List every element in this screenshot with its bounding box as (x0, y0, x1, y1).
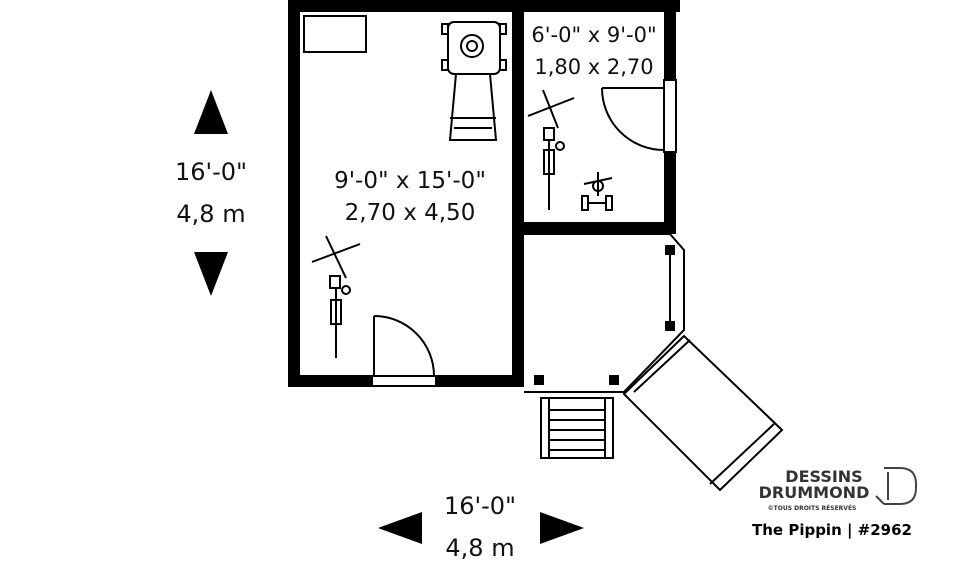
post (609, 375, 619, 385)
overall-width-metric: 4,8 m (445, 534, 514, 562)
deck (524, 233, 685, 393)
door-swing-arc (601, 87, 665, 151)
tricycle-icon (581, 172, 613, 211)
bicycle-icon (527, 89, 575, 210)
lawn-mower-icon (441, 21, 507, 141)
logo-line-2: DRUMMOND (759, 483, 870, 502)
shelf (303, 15, 367, 53)
logo-rights: ©TOUS DROITS RÉSERVÉS (768, 504, 857, 512)
door-threshold (371, 375, 437, 387)
arrow-up-icon (194, 90, 228, 134)
bicycle-icon (311, 235, 361, 358)
side-room-dimensions-metric: 1,80 x 2,70 (534, 55, 653, 79)
wall-bottom-right (436, 375, 524, 387)
overall-height-imperial: 16'-0" (175, 158, 247, 186)
slide (622, 334, 784, 492)
side-room-dimensions-imperial: 6'-0" x 9'-0" (531, 23, 656, 47)
arrow-left-icon (378, 512, 422, 544)
wall-left (288, 0, 300, 387)
logo-mark-icon (875, 467, 917, 505)
deck-outline (524, 233, 685, 393)
overall-height-metric: 4,8 m (176, 200, 245, 228)
post (665, 245, 675, 255)
overall-width-imperial: 16'-0" (444, 492, 516, 520)
post (665, 321, 675, 331)
main-room-door (371, 315, 437, 387)
post (534, 375, 544, 385)
stairs (540, 397, 614, 459)
wall-top (288, 0, 680, 12)
wall-bottom-left (288, 375, 372, 387)
wall-side-right-lower (664, 152, 676, 234)
logo-line-1: DESSINS (785, 467, 862, 486)
arrow-right-icon (540, 512, 584, 544)
brand-logo: DESSINS DRUMMOND ©TOUS DROITS RÉSERVÉS (759, 467, 917, 512)
main-room-dimensions-imperial: 9'-0" x 15'-0" (334, 168, 486, 194)
wall-side-right (664, 0, 676, 80)
wall-side-bottom (512, 222, 676, 234)
side-room-door (601, 79, 677, 153)
wall-main-right (512, 0, 524, 387)
main-room-dimensions-metric: 2,70 x 4,50 (345, 200, 476, 226)
arrow-down-icon (194, 252, 228, 296)
door-frame (663, 79, 677, 153)
door-swing-arc (373, 315, 435, 377)
plan-caption: The Pippin | #2962 (752, 521, 912, 540)
exterior-walls (288, 0, 680, 387)
